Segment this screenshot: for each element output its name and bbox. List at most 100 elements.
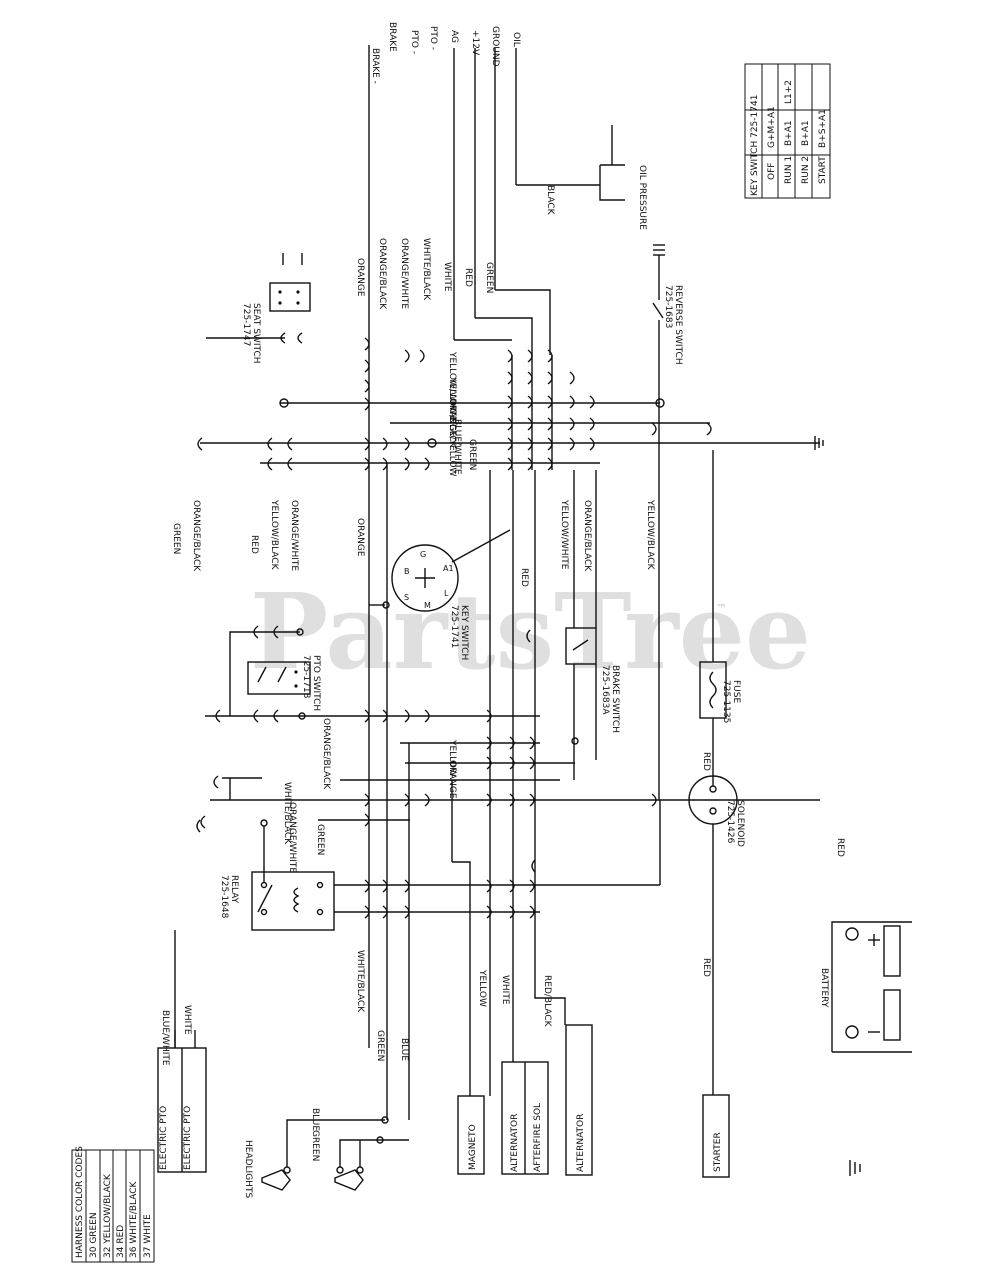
terminal-oil: OIL xyxy=(511,32,521,47)
wire-label-orange-white: ORANGE/WHITE xyxy=(399,238,409,309)
vlabel-orange: ORANGE xyxy=(355,518,365,557)
mid-label-orange-yellow: ORANGE/YELLOW xyxy=(447,398,457,477)
alternator-connector: ALTERNATOR AFTERFIRE SOL xyxy=(501,1061,549,1175)
afterfire-label: AFTERFIRE SOL xyxy=(533,1103,543,1172)
harness-color-table: HARNESS COLOR CODES 30 GREEN 32 YELLOW/B… xyxy=(71,1146,155,1263)
fuse: FUSE725-1135 xyxy=(699,450,741,780)
electric-pto-connector: ELECTRIC PTO ELECTRIC PTO xyxy=(157,1030,207,1173)
battery-label: BATTERY xyxy=(819,968,829,1008)
mid-horizontal-wires xyxy=(200,398,824,464)
relay-wire-white-black: WHITE/BLACK xyxy=(355,950,365,1013)
terminal-pto-minus-1: PTO - xyxy=(409,30,419,54)
alt2-wire-red-black: RED/BLACK xyxy=(542,975,552,1028)
pto-switch: PTO SWITCH725-1718 xyxy=(229,625,321,716)
ground-symbol xyxy=(849,1160,861,1176)
key-table-b-run1: L1+2 xyxy=(784,80,794,104)
pto-switch-label: PTO SWITCH725-1718 xyxy=(301,655,321,711)
vertical-wire-labels: ORANGE YELLOW/WHITE ORANGE/BLACK YELLOW/… xyxy=(355,499,655,587)
pto-wire-white: WHITE xyxy=(182,1005,192,1035)
lower-wire-labels: ORANGE/BLACK YELLOW ORANGE WHITE/BLACK O… xyxy=(282,718,457,873)
battery: BATTERY xyxy=(819,921,912,1053)
pto-wire-blue-white: BLUE/WHITE xyxy=(160,1010,170,1066)
hl-small-green: GREEN xyxy=(310,1130,320,1161)
headlights: BLUE GREEN HEADLIGHTS xyxy=(243,1108,409,1198)
magneto-connector: MAGNETO xyxy=(457,1010,485,1175)
oil-pressure-sensor: OIL PRESSURE BLACK xyxy=(545,125,647,230)
key-table-a-start: B+S+A1 xyxy=(818,109,828,148)
wire-label-red: RED xyxy=(463,268,473,287)
watermark: PartsTree xyxy=(250,570,811,693)
lower-horizontal-wires xyxy=(200,709,820,829)
wire-label-orange: ORANGE xyxy=(355,258,365,297)
vlabel-orange-black: ORANGE/BLACK xyxy=(582,500,592,572)
low-label-white-black: WHITE/BLACK xyxy=(282,782,292,845)
solenoid-label: SOLENOID725-1426 xyxy=(725,800,745,847)
relay-label: RELAY725-1648 xyxy=(219,875,239,919)
brake-switch: BRAKE SWITCH725-1683A xyxy=(565,470,620,780)
reverse-switch: REVERSE SWITCH725-1683 xyxy=(652,244,683,800)
terminal-brake-minus: BRAKE - xyxy=(370,48,380,84)
wire-label-green: GREEN xyxy=(484,262,494,293)
harness-row-1: 30 GREEN xyxy=(89,1212,99,1258)
key-table-pos-off: OFF xyxy=(767,163,777,180)
seat-switch: SEAT SWITCH725-1747 xyxy=(206,253,311,364)
starter-connector: STARTER xyxy=(702,1094,730,1178)
key-switch: G A1 M S B L KEY SWITCH725-1741 xyxy=(369,529,511,660)
left-label-orange-black: ORANGE/BLACK xyxy=(191,500,201,572)
hl-small-blue: BLUE xyxy=(310,1108,320,1131)
terminal-ag: AG xyxy=(449,30,459,43)
vlabel-yellow-black: YELLOW/BLACK xyxy=(645,499,655,571)
mid-wire-labels: YELLOW/WHITE YELLOW/BLACK ORANGE/YELLOW … xyxy=(447,351,477,477)
key-switch-table: KEY SWITCH 725-1741 OFF G+M+A1 RUN 1 B+A… xyxy=(744,63,831,199)
harness-header: HARNESS COLOR CODES xyxy=(75,1146,85,1258)
ks-terminal-b: B xyxy=(404,567,410,576)
left-label-yellow-black: YELLOW/BLACK xyxy=(269,499,279,571)
pto-connector-label-1: ELECTRIC PTO xyxy=(159,1106,169,1170)
harness-row-4: 36 WHITE/BLACK xyxy=(129,1180,139,1258)
terminal-ground: GROUND xyxy=(490,26,500,67)
key-table-pos-run2: RUN 2 xyxy=(801,156,811,184)
ks-terminal-a1: A1 xyxy=(443,564,454,573)
solenoid-top-wire: RED xyxy=(701,752,711,771)
starter-label: STARTER xyxy=(713,1132,723,1172)
bottom-wire-labels: BLUE/WHITE WHITE WHITE/BLACK GREEN BLUE … xyxy=(160,838,845,1066)
stray-connector-arcs xyxy=(196,629,536,873)
terminal-brake: BRAKE xyxy=(387,22,397,52)
wire-label-orange-black: ORANGE/BLACK xyxy=(377,238,387,310)
brake-switch-label: BRAKE SWITCH725-1683A xyxy=(600,665,620,733)
low-label-orange: ORANGE xyxy=(447,760,457,799)
magneto-label: MAGNETO xyxy=(468,1124,478,1170)
battery-wire-red: RED xyxy=(835,838,845,857)
wire-label-white-black: WHITE/BLACK xyxy=(421,238,431,301)
key-switch-label: KEY SWITCH725-1741 xyxy=(449,605,469,660)
hl-wire-blue: BLUE xyxy=(399,1038,409,1061)
harness-row-3: 34 RED xyxy=(116,1225,126,1258)
ks-terminal-g: G xyxy=(420,550,426,559)
harness-row-5: 37 WHITE xyxy=(143,1214,153,1258)
headlights-label: HEADLIGHTS xyxy=(243,1140,253,1198)
oil-wire-label: BLACK xyxy=(545,185,555,216)
vlabel-yellow-white: YELLOW/WHITE xyxy=(559,499,569,570)
left-label-red: RED xyxy=(249,535,259,554)
left-wire-labels: GREEN ORANGE/BLACK RED YELLOW/BLACK ORAN… xyxy=(171,499,299,572)
mid-label-yellow-white: YELLOW/WHITE xyxy=(447,351,457,422)
vlabel-red: RED xyxy=(519,568,529,587)
seat-switch-label: SEAT SWITCH725-1747 xyxy=(241,303,261,364)
solenoid: RED SOLENOID725-1426 xyxy=(688,752,745,1095)
left-label-orange-white: ORANGE/WHITE xyxy=(289,500,299,571)
key-table-pos-run1: RUN 1 xyxy=(784,156,794,184)
magneto-wire-yellow: YELLOW xyxy=(477,969,487,1007)
low-label-green: GREEN xyxy=(315,824,325,855)
terminal-12v: +12V xyxy=(470,30,480,56)
mid-label-green: GREEN xyxy=(467,439,477,470)
lower-vertical-wires xyxy=(368,355,661,1120)
terminal-pto-minus-2: PTO - xyxy=(428,26,438,50)
alt-wire-white: WHITE xyxy=(500,975,510,1005)
starter-wire-red: RED xyxy=(701,958,711,977)
low-label-orange-black: ORANGE/BLACK xyxy=(321,718,331,790)
alternator2-label: ALTERNATOR xyxy=(576,1114,586,1172)
relay: RELAY725-1648 xyxy=(174,819,660,1048)
ks-terminal-s: S xyxy=(404,593,409,602)
low-label-orange-white: ORANGE/WHITE xyxy=(287,802,297,873)
